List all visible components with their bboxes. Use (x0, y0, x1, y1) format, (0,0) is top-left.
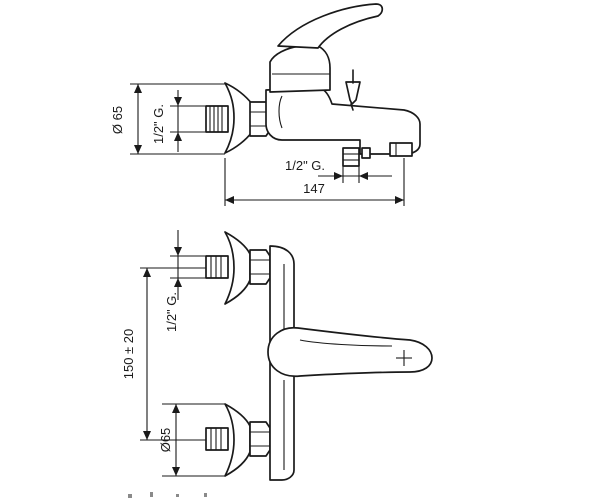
front-dim-spacing-label: 150 ± 20 (121, 329, 136, 380)
front-view: 150 ± 20 1/2" G. Ø65 (121, 230, 433, 481)
front-dim-diameter-label: Ø65 (158, 428, 173, 453)
front-bottom-flange (224, 403, 251, 477)
side-dim-inlet-thread-label: 1/2" G. (151, 104, 166, 144)
side-lever-dome (269, 45, 331, 93)
side-bottom-outlet (342, 147, 360, 167)
scan-marks (128, 492, 207, 498)
side-spout-outlet (389, 142, 413, 157)
side-dim-length-label: 147 (303, 181, 325, 196)
side-diverter-knob (345, 81, 361, 105)
side-dim-diameter-label: Ø 65 (110, 106, 125, 134)
side-lever-handle (277, 3, 384, 49)
front-lever-handle (267, 326, 433, 378)
side-view: Ø 65 1/2" G. 1/2" G. 147 (110, 3, 421, 206)
front-dim-inlet-thread-label: 1/2" G. (164, 292, 179, 332)
side-mixer-body (265, 87, 421, 155)
side-wall-flange (224, 82, 253, 154)
side-inlet-pipe (205, 105, 229, 133)
side-dim-outlet-thread-label: 1/2" G. (285, 158, 325, 173)
front-top-flange (224, 231, 251, 305)
